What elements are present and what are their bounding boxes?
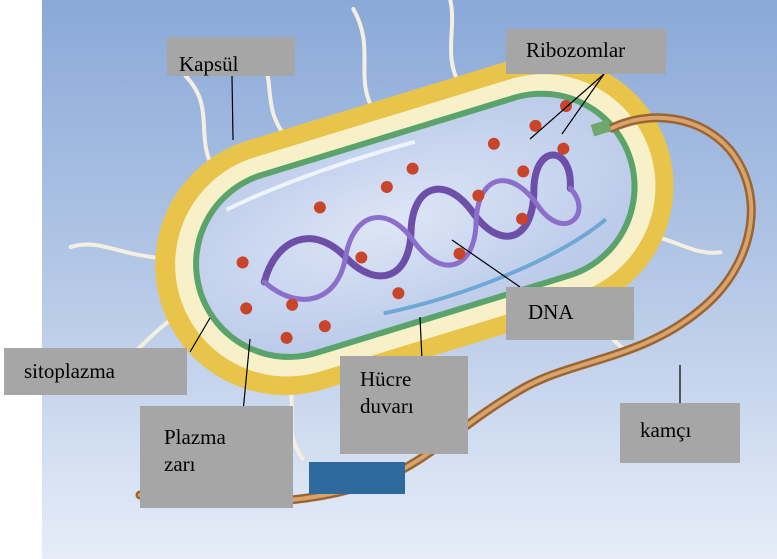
label-ribozomlar: Ribozomlar — [506, 29, 666, 74]
label-hucre-duvari-line1: Hücre — [360, 366, 468, 393]
label-plazma-zari-line1: Plazma — [164, 424, 293, 451]
blank-answer-box — [309, 462, 405, 494]
label-plazma-zari-line2: zarı — [164, 451, 293, 478]
label-hucre-duvari-line2: duvarı — [360, 393, 468, 420]
label-plazma-zari: Plazma zarı — [140, 406, 293, 508]
label-kapsul: Kapsül — [167, 37, 295, 76]
label-hucre-duvari: Hücre duvarı — [340, 356, 468, 454]
label-sitoplazma: sitoplazma — [4, 348, 187, 395]
label-dna: DNA — [506, 287, 634, 340]
label-kamci: kamçı — [620, 403, 740, 463]
